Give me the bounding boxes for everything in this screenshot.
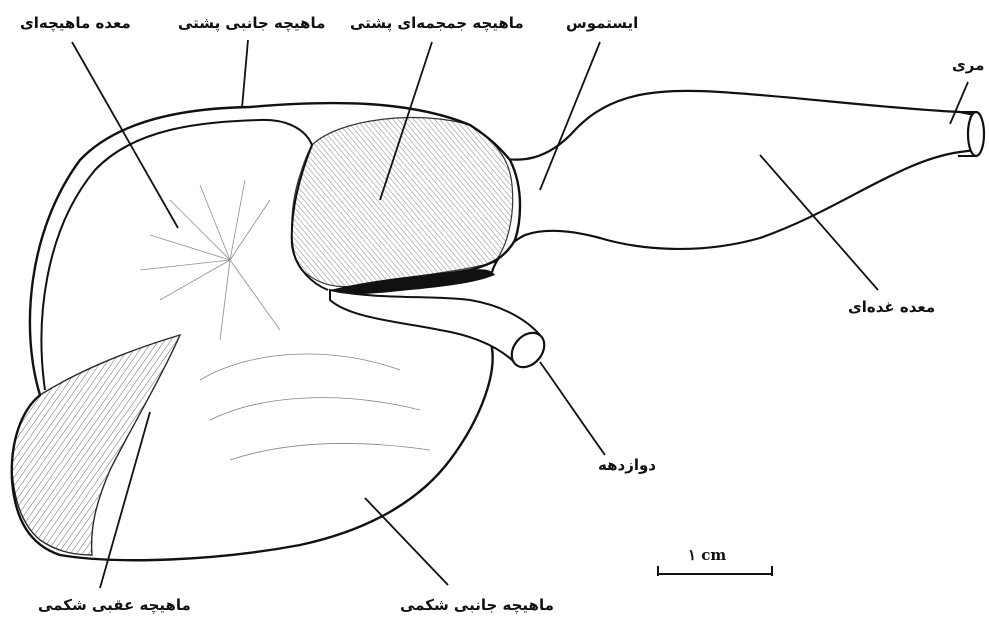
scale-bar-label: ۱ cm [688,546,726,564]
label-ventral-caudal-muscle: ماهیچه عقبی شکمی [38,596,191,614]
label-duodenum: دوازدهه [598,456,656,474]
esophagus-opening [968,112,984,156]
label-glandular-stomach: معده غده‌ای [848,298,935,316]
scale-bar [658,566,772,576]
leader-dorsal-lateral [242,40,248,108]
label-isthmus: ایستموس [566,14,638,32]
label-dorsal-cranial-muscle: ماهیچه جمجمه‌ای پشتی [350,14,524,32]
label-ventral-lateral-muscle: ماهیچه جانبی شکمی [400,596,554,614]
leader-duodenum [540,362,605,455]
dorsal-cranial-muscle-region [292,118,513,287]
label-dorsal-lateral-muscle: ماهیچه جانبی پشتی [178,14,325,32]
label-esophagus: مری [952,56,984,74]
label-stomach-muscular: معده ماهیچه‌ای [20,14,131,32]
glandular-stomach-outline [488,91,975,272]
leader-ventral-lateral [365,498,448,585]
